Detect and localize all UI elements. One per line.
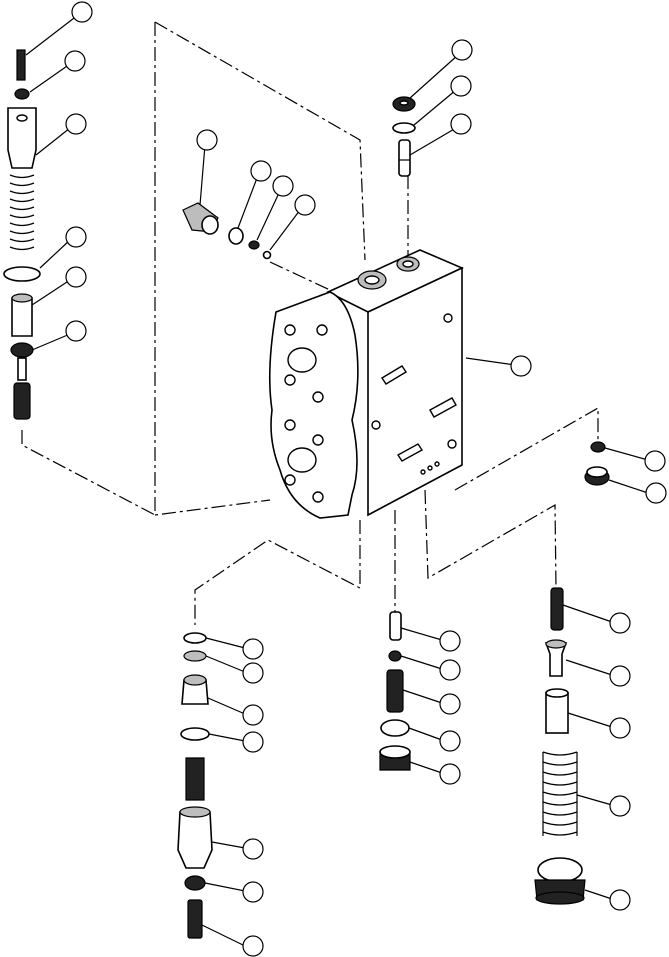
callout-circle xyxy=(242,731,264,753)
callouts xyxy=(64,1,667,957)
callout-circle xyxy=(71,1,93,23)
callout-circle xyxy=(439,659,461,681)
bl-body xyxy=(177,811,213,869)
callout-circle xyxy=(644,450,666,472)
bm-washer xyxy=(380,719,410,737)
bl-nut xyxy=(184,875,206,891)
callout-circle xyxy=(609,889,631,911)
bl-threaded-stem xyxy=(185,757,205,801)
valve-body xyxy=(268,249,464,519)
br-sleeve xyxy=(545,692,569,734)
top-pin xyxy=(398,139,411,177)
set-screw xyxy=(16,49,26,81)
callout-circle xyxy=(439,630,461,652)
callout-circle xyxy=(609,717,631,739)
callout-circle xyxy=(450,113,472,135)
piston xyxy=(11,297,33,337)
br-cap xyxy=(537,857,583,883)
callout-circle xyxy=(451,39,473,61)
bl-washer xyxy=(183,650,207,662)
top-o-ring xyxy=(392,122,416,134)
callout-circle xyxy=(242,838,264,860)
callout-circle xyxy=(450,75,472,97)
left-relief-valve-assembly xyxy=(3,49,41,420)
callout-circle xyxy=(272,175,294,197)
ball xyxy=(262,250,272,260)
bottom-right-assembly xyxy=(534,587,586,905)
o-ring xyxy=(3,266,41,282)
right-nut xyxy=(590,441,606,453)
callout-circle xyxy=(65,320,87,342)
bl-o-ring-2 xyxy=(180,727,210,741)
callout-circle xyxy=(645,482,667,504)
callout-circle xyxy=(439,693,461,715)
bm-nut xyxy=(388,650,402,662)
bm-spring xyxy=(386,669,404,713)
callout-circle xyxy=(196,129,218,151)
callout-circle xyxy=(65,226,87,248)
bm-pin xyxy=(389,611,402,641)
nut xyxy=(14,88,30,100)
leader-lines xyxy=(25,14,649,947)
callout-circle xyxy=(439,730,461,752)
callout-circle xyxy=(242,881,264,903)
callout-circle xyxy=(250,160,272,182)
callout-circle xyxy=(64,50,86,72)
callout-circle xyxy=(65,113,87,135)
callout-circle xyxy=(609,665,631,687)
callout-circle xyxy=(609,612,631,634)
poppet-seat xyxy=(13,382,31,420)
br-stem xyxy=(550,587,564,631)
bl-o-ring-1 xyxy=(183,632,207,644)
bottom-middle-assembly xyxy=(379,611,411,771)
callout-circle xyxy=(510,355,532,377)
bl-set-screw xyxy=(187,899,203,939)
spring xyxy=(9,174,35,251)
callout-circle xyxy=(294,194,316,216)
callout-circle xyxy=(65,266,87,288)
small-spring xyxy=(248,240,260,250)
valve-cap xyxy=(7,107,37,169)
callout-circle xyxy=(242,662,264,684)
poppet-head xyxy=(10,342,34,358)
center-lines xyxy=(21,21,599,625)
callout-circle xyxy=(242,935,264,957)
callout-circle xyxy=(439,763,461,785)
washer xyxy=(228,227,244,245)
top-right-plug-assembly xyxy=(392,96,416,177)
br-spring xyxy=(542,751,578,836)
right-plug-assembly xyxy=(584,441,610,486)
top-plug-assembly xyxy=(182,202,272,260)
callout-circle xyxy=(609,795,631,817)
bottom-left-assembly xyxy=(177,632,213,939)
callout-circle xyxy=(242,704,264,726)
callout-circle xyxy=(242,638,264,660)
